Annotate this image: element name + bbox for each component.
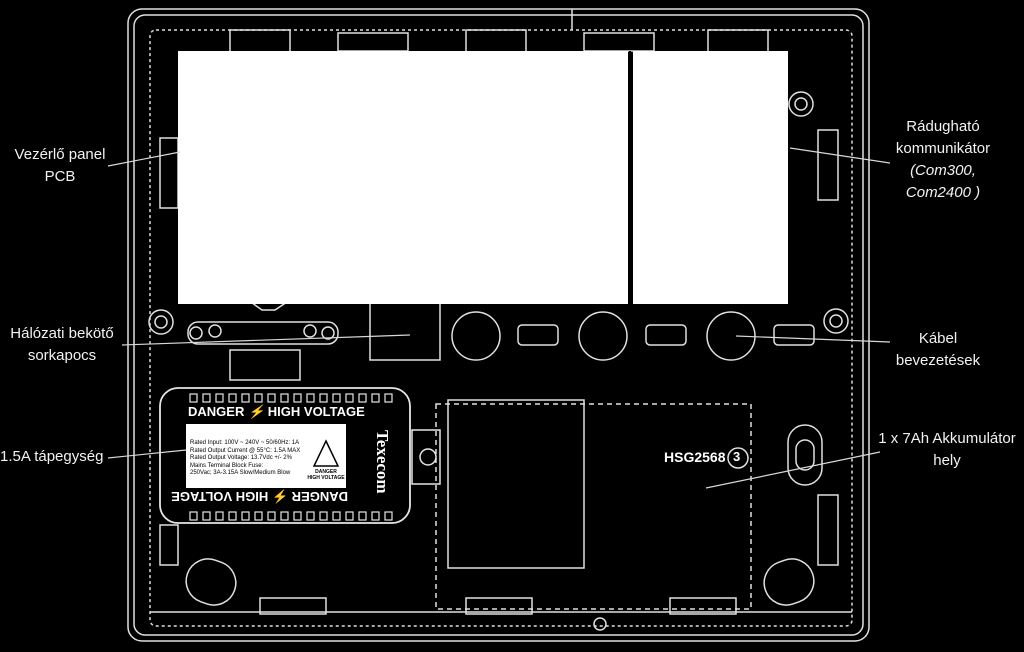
rated-input: Rated Input: 100V ~ 240V ~ 50/60Hz: 1A xyxy=(190,440,300,446)
psu-module xyxy=(159,387,441,524)
fuse-value: 250Vac; 3A-3.15A Slow/Medium Blow xyxy=(190,470,291,476)
psu-terminal-tooth xyxy=(228,393,237,403)
psu-terminal-tooth xyxy=(358,393,367,403)
psu-terminal-tooth xyxy=(319,511,328,521)
communicator-module xyxy=(633,51,788,304)
psu-terminal-tooth xyxy=(267,393,276,403)
rated-output-current: Rated Output Current @ 55°C: 1.5A MAX xyxy=(190,447,301,454)
psu-terminal-tooth xyxy=(306,393,315,403)
psu-terminal-tooth xyxy=(202,511,211,521)
enclosure-inner xyxy=(133,14,864,636)
psu-terminal-tooth xyxy=(241,393,250,403)
psu-terminal-tooth xyxy=(345,393,354,403)
psu-terminal-tooth xyxy=(189,393,198,403)
psu-terminal-tooth xyxy=(267,511,276,521)
mains-terminal xyxy=(187,321,339,345)
psu-terminal-tooth xyxy=(293,393,302,403)
psu-terminal-tooth xyxy=(202,393,211,403)
cable-entry xyxy=(706,311,756,361)
psu-terminal-tooth xyxy=(215,393,224,403)
psu-danger-top: DANGER ⚡ HIGH VOLTAGE xyxy=(188,404,365,419)
battery-model: HSG2568 xyxy=(664,449,726,465)
psu-terminal-tooth xyxy=(371,511,380,521)
psu-terminal-tooth xyxy=(215,511,224,521)
label-cable-entries: Kábel bevezetések xyxy=(895,330,981,369)
psu-terminal-tooth xyxy=(384,393,393,403)
psu-terminal-tooth xyxy=(228,511,237,521)
psu-terminal-tooth xyxy=(332,393,341,403)
psu-terminal-tooth xyxy=(254,511,263,521)
psu-terminal-tooth xyxy=(241,511,250,521)
psu-terminal-tooth xyxy=(371,393,380,403)
cable-entry xyxy=(451,311,501,361)
label-mains-terminal: Hálózati bekötő sorkapocs xyxy=(10,325,114,364)
psu-terminal-tooth xyxy=(384,511,393,521)
psu-terminal-tooth xyxy=(358,511,367,521)
psu-terminal-tooth xyxy=(189,511,198,521)
psu-terminal-tooth xyxy=(319,393,328,403)
psu-danger-bottom: DANGER ⚡ HIGH VOLTAGE xyxy=(171,489,348,504)
label-control-panel: Vezérlő panel PCB xyxy=(14,146,106,185)
label-battery: 1 x 7Ah Akkumulátor hely xyxy=(878,430,1016,469)
psu-badge: DANGER HIGH VOLTAGE xyxy=(307,469,345,481)
battery-area xyxy=(435,403,752,610)
psu-terminal-tooth xyxy=(345,511,354,521)
psu-label-text: Rated Input: 100V ~ 240V ~ 50/60Hz: 1A R… xyxy=(190,440,310,478)
psu-terminal-tooth xyxy=(306,511,315,521)
label-communicator: Rádugható kommunikátor (Com300, Com2400 … xyxy=(895,118,991,201)
enclosure-outer xyxy=(127,8,870,642)
fuse-title: Mains Terminal Block Fuse: xyxy=(190,462,264,469)
cable-entry xyxy=(578,311,628,361)
psu-terminal-tooth xyxy=(280,511,289,521)
control-panel-pcb xyxy=(178,51,628,304)
battery-number: 3 xyxy=(733,449,741,464)
psu-terminal-tooth xyxy=(293,511,302,521)
psu-terminal-tooth xyxy=(332,511,341,521)
label-psu: 1.5A tápegység xyxy=(0,448,104,465)
psu-brand: Texecom xyxy=(373,430,392,494)
rated-output-voltage: Rated Output Voltage: 13.7Vdc +/- 2% xyxy=(190,455,292,461)
psu-terminal-tooth xyxy=(254,393,263,403)
psu-terminal-tooth xyxy=(280,393,289,403)
